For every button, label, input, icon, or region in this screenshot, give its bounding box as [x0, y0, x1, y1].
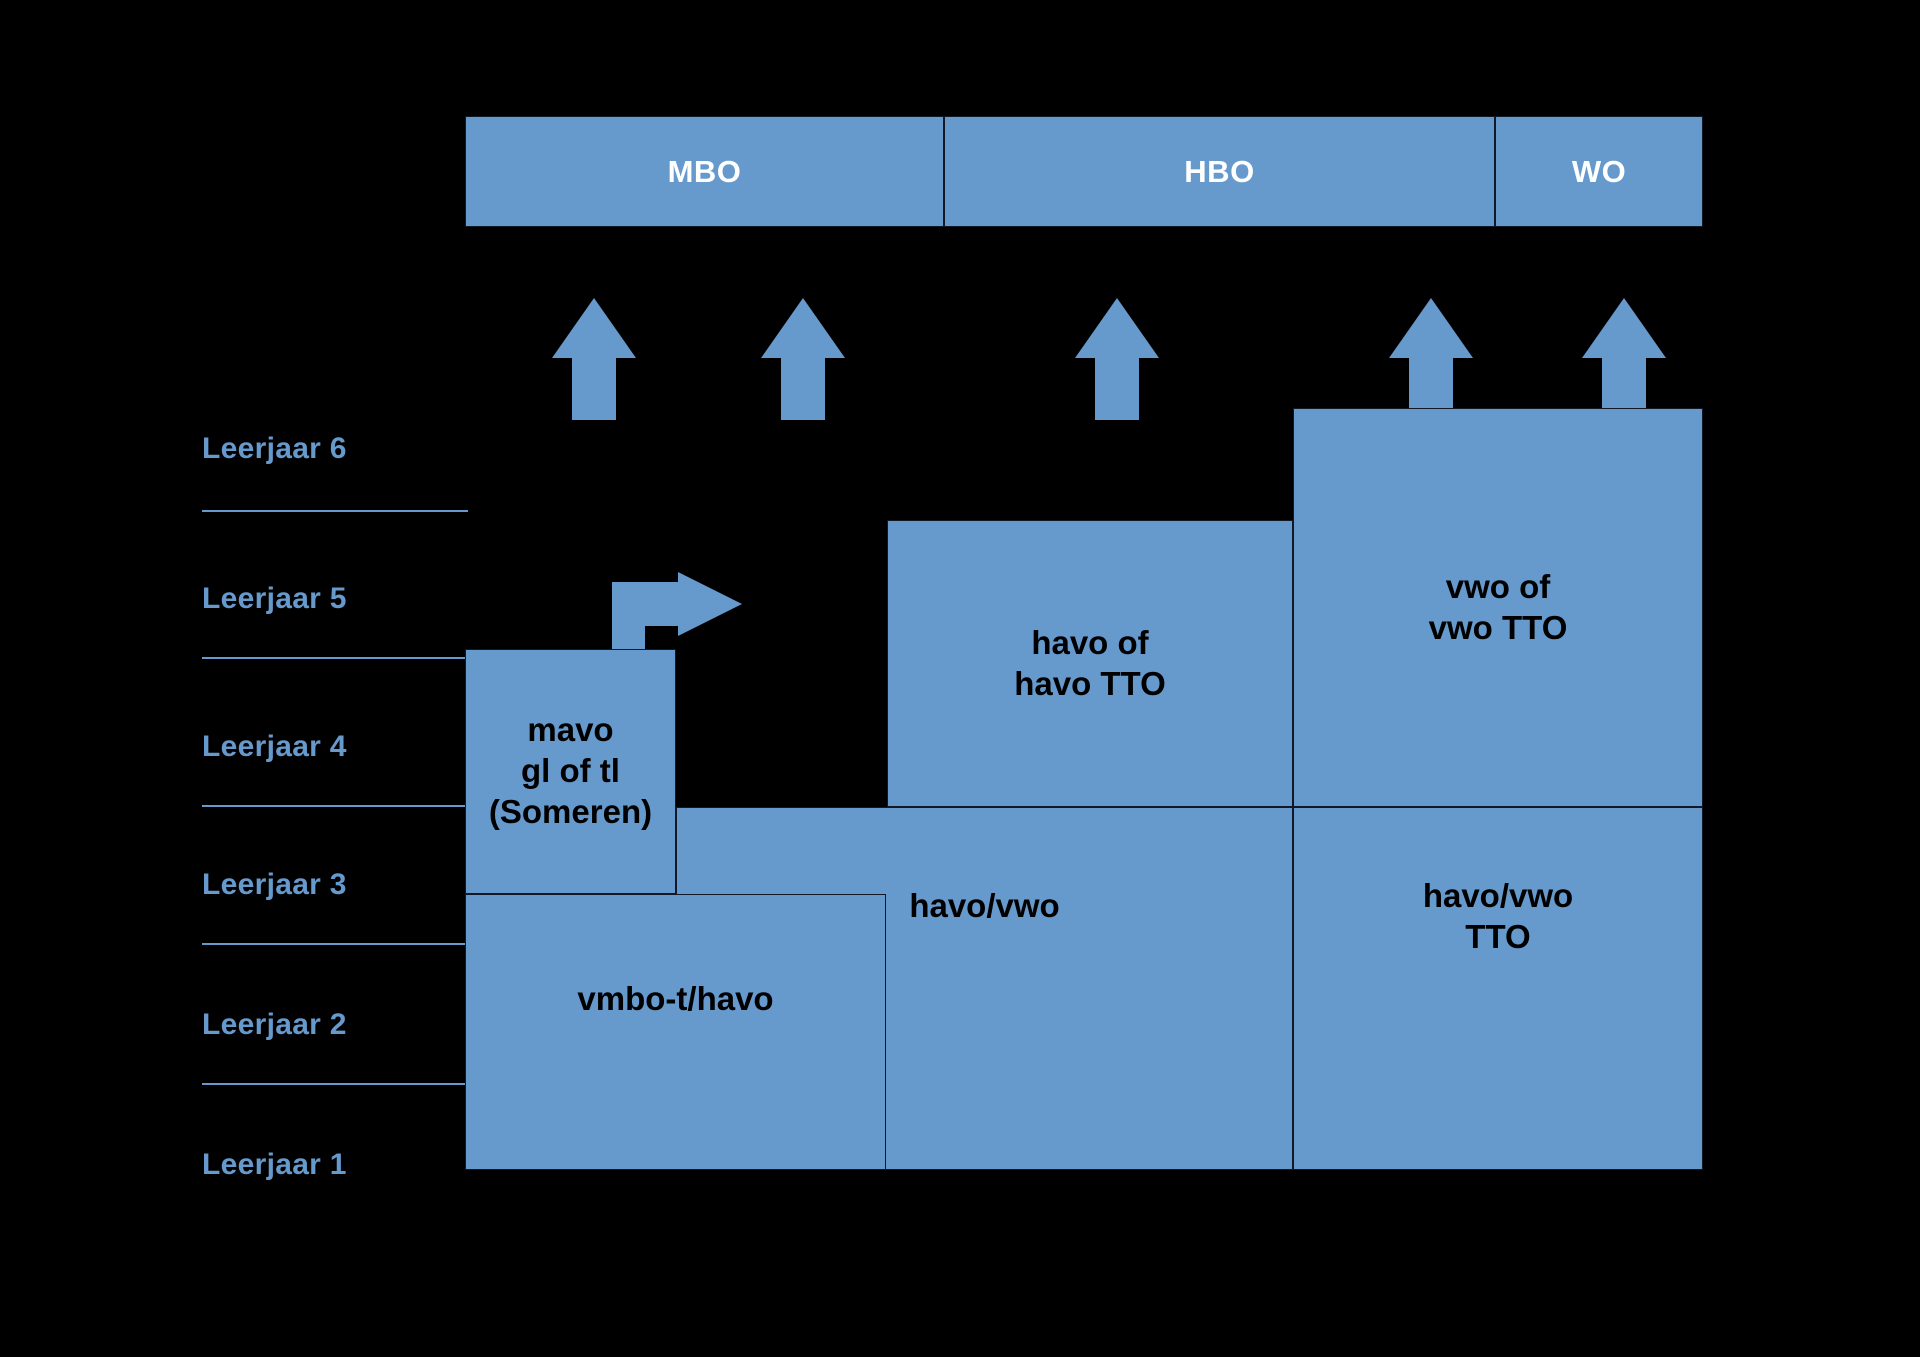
up-arrow-shaft-2 — [781, 356, 825, 420]
track-label-havo-vwo: havo/vwo — [909, 887, 1060, 924]
year-divider-2 — [202, 1083, 468, 1085]
topbar-label-hbo: HBO — [1184, 153, 1255, 189]
year-divider-4 — [202, 805, 468, 807]
year-divider-3 — [202, 943, 468, 945]
year-label-6: Leerjaar 6 — [202, 432, 347, 465]
track-block-mavo-someren[interactable]: mavo gl of tl (Someren) — [465, 649, 676, 894]
year-label-2: Leerjaar 2 — [202, 1008, 347, 1041]
year-divider-6 — [202, 510, 468, 512]
up-arrow-icon-3 — [1075, 298, 1159, 358]
year-label-3: Leerjaar 3 — [202, 868, 347, 901]
track-block-vwo[interactable]: vwo of vwo TTO — [1293, 408, 1703, 807]
year-label-5: Leerjaar 5 — [202, 582, 347, 615]
right-arrow-icon — [612, 572, 742, 652]
up-arrow-icon-5 — [1582, 298, 1666, 358]
track-block-havo[interactable]: havo of havo TTO — [887, 520, 1293, 807]
track-label-mavo-someren: mavo gl of tl (Someren) — [488, 711, 653, 830]
track-block-havo-vwo-tto[interactable]: havo/vwo TTO — [1293, 807, 1703, 1170]
up-arrow-icon-4 — [1389, 298, 1473, 358]
track-label-vwo: vwo of vwo TTO — [1428, 567, 1568, 646]
track-block-vmbo-t-havo[interactable]: vmbo-t/havo — [465, 894, 886, 1170]
up-arrow-icon-1 — [552, 298, 636, 358]
up-arrow-icon-2 — [761, 298, 845, 358]
topbar-label-wo: WO — [1571, 153, 1627, 189]
track-label-havo-vwo-tto: havo/vwo TTO — [1422, 877, 1574, 955]
year-divider-5 — [202, 657, 468, 659]
topbar-cell-hbo[interactable]: HBO — [944, 116, 1495, 227]
topbar-cell-wo[interactable]: WO — [1495, 116, 1703, 227]
topbar-label-mbo: MBO — [667, 153, 742, 189]
track-label-vmbo-t-havo: vmbo-t/havo — [577, 980, 774, 1017]
topbar-cell-mbo[interactable]: MBO — [465, 116, 944, 227]
up-arrow-shaft-1 — [572, 356, 616, 420]
year-label-1: Leerjaar 1 — [202, 1148, 347, 1181]
year-label-4: Leerjaar 4 — [202, 730, 347, 763]
track-label-havo: havo of havo TTO — [1014, 623, 1166, 702]
up-arrow-shaft-3 — [1095, 356, 1139, 420]
